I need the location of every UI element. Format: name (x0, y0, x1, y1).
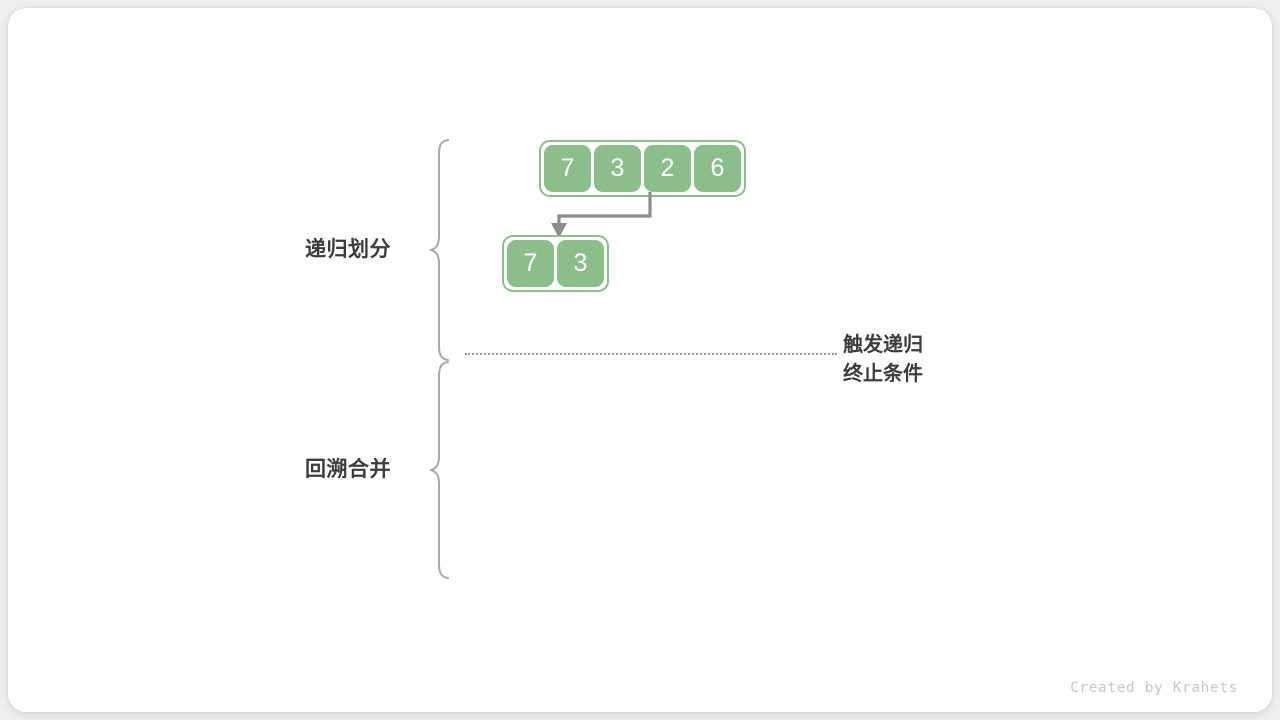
recursion-terminate-divider (465, 353, 837, 357)
phase-label-merge: 回溯合并 (305, 458, 391, 481)
diagram-card (8, 8, 1272, 712)
array-left-half: 7 3 (502, 235, 609, 292)
array-root: 7 3 2 6 (539, 140, 746, 197)
array-cell: 7 (544, 145, 591, 192)
array-cell: 3 (557, 240, 604, 287)
recursion-terminate-note-line1: 触发递归 (843, 334, 923, 356)
array-cell: 6 (694, 145, 741, 192)
brace-divide-icon (430, 139, 449, 361)
phase-label-divide: 递归划分 (305, 238, 391, 261)
array-cell: 2 (644, 145, 691, 192)
division-arrow-icon (551, 192, 652, 238)
recursion-terminate-note: 触发递归 终止条件 (843, 331, 923, 389)
recursion-terminate-note-line2: 终止条件 (843, 363, 923, 385)
brace-merge-icon (430, 361, 449, 579)
array-cell: 7 (507, 240, 554, 287)
footer-credit: Created by Krahets (1070, 680, 1238, 696)
array-cell: 3 (594, 145, 641, 192)
